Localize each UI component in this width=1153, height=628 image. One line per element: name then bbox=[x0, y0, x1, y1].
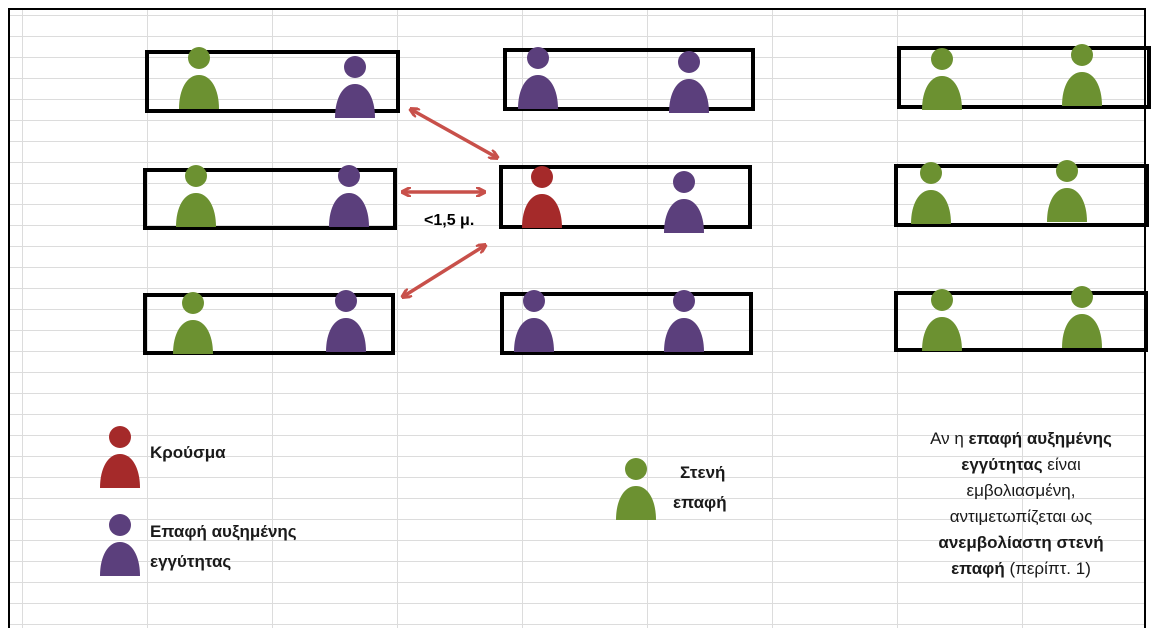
desk-row1-col1 bbox=[145, 50, 400, 113]
close-contact-icon bbox=[171, 290, 215, 356]
note-bold-text: επαφή αυξημένης bbox=[968, 429, 1112, 448]
proximity-contact-icon bbox=[512, 288, 556, 354]
legend-proximity-label-line1: Επαφή αυξημένης bbox=[150, 522, 297, 541]
note-bold-text: ανεμβολίαστη στενή bbox=[938, 533, 1104, 552]
proximity-contact-icon bbox=[516, 45, 560, 111]
desk-row2-col1 bbox=[143, 168, 397, 230]
classroom-grid-background bbox=[8, 8, 1146, 628]
close-contact-icon bbox=[174, 163, 218, 229]
close-contact-icon bbox=[1045, 158, 1089, 224]
desk-row2-col2 bbox=[499, 165, 752, 229]
close-contact-icon bbox=[1060, 284, 1104, 350]
close-contact-icon bbox=[920, 287, 964, 353]
proximity-contact-icon bbox=[324, 288, 368, 354]
vaccination-note: Αν η επαφή αυξημένης εγγύτητας είναι εμβ… bbox=[905, 426, 1137, 582]
note-text: αντιμετωπίζεται ως bbox=[949, 507, 1093, 526]
proximity-contact-icon bbox=[662, 169, 706, 235]
proximity-contact-icon bbox=[333, 54, 377, 120]
legend-close-label-line2: επαφή bbox=[673, 493, 727, 512]
note-text: (περίπτ. 1) bbox=[1004, 559, 1091, 578]
desk-row1-col2 bbox=[503, 48, 755, 111]
case-icon bbox=[520, 164, 564, 230]
desk-row3-col3 bbox=[894, 291, 1148, 352]
legend-case-label: Κρούσμα bbox=[150, 443, 226, 462]
note-text: είναι bbox=[1042, 455, 1081, 474]
note-text: εμβολιασμένη, bbox=[966, 481, 1076, 500]
proximity-contact-icon bbox=[662, 288, 706, 354]
close-contact-icon bbox=[920, 46, 964, 112]
note-text: Αν η bbox=[930, 429, 969, 448]
close-contact-icon bbox=[1060, 42, 1104, 108]
legend-case-icon bbox=[98, 424, 142, 490]
close-contact-icon bbox=[909, 160, 953, 226]
legend-proximity-contact-icon bbox=[98, 512, 142, 578]
desk-row1-col3 bbox=[897, 46, 1151, 109]
legend-close-label-line1: Στενή bbox=[680, 463, 726, 482]
proximity-contact-icon bbox=[327, 163, 371, 229]
note-bold-text: εγγύτητας bbox=[961, 455, 1043, 474]
desk-row3-col2 bbox=[500, 292, 753, 355]
close-contact-icon bbox=[177, 45, 221, 111]
note-bold-text: επαφή bbox=[951, 559, 1005, 578]
legend-proximity-label-line2: εγγύτητας bbox=[150, 552, 232, 571]
proximity-contact-icon bbox=[667, 49, 711, 115]
legend-close-contact-icon bbox=[614, 456, 658, 522]
desk-row2-col3 bbox=[894, 164, 1149, 227]
distance-label: <1,5 μ. bbox=[424, 212, 475, 229]
desk-row3-col1 bbox=[143, 293, 395, 355]
